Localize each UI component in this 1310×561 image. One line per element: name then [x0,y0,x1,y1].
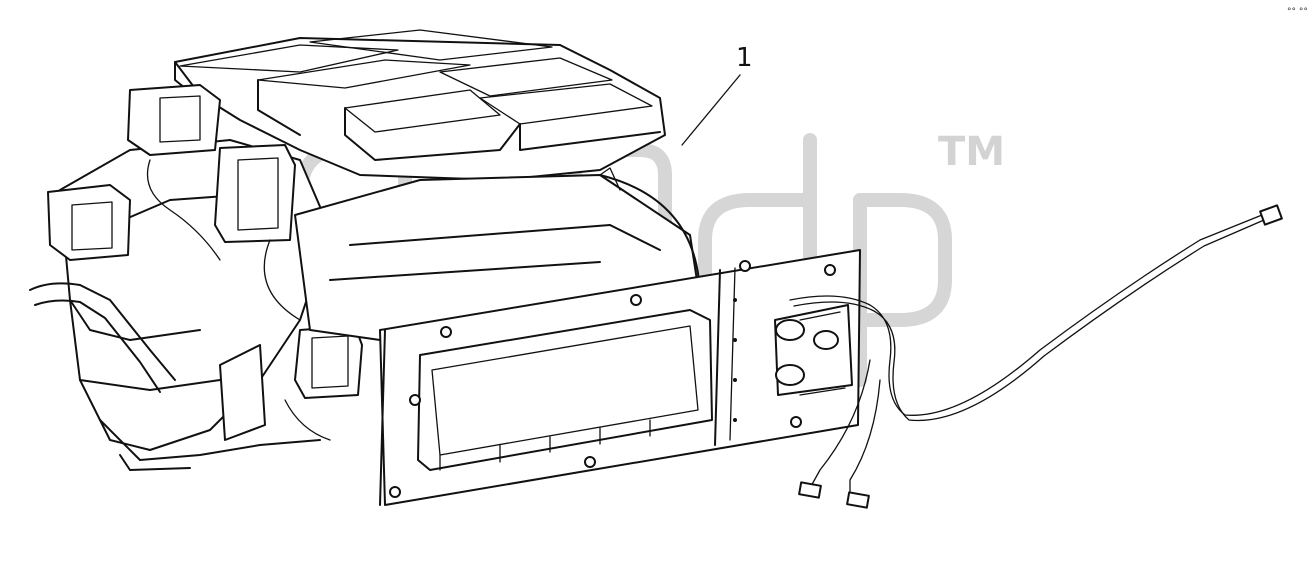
watermark-trademark: TM [938,129,1005,175]
wiring-harness [789,204,1283,509]
corner-mark: °° °° [1287,7,1308,17]
callout-leader-line [681,74,741,146]
callout-label: 1 [736,43,753,73]
front-panel [379,249,861,506]
left-housing [29,84,363,471]
upper-duct-assembly [174,29,666,181]
callout-1: 1 [681,43,753,146]
